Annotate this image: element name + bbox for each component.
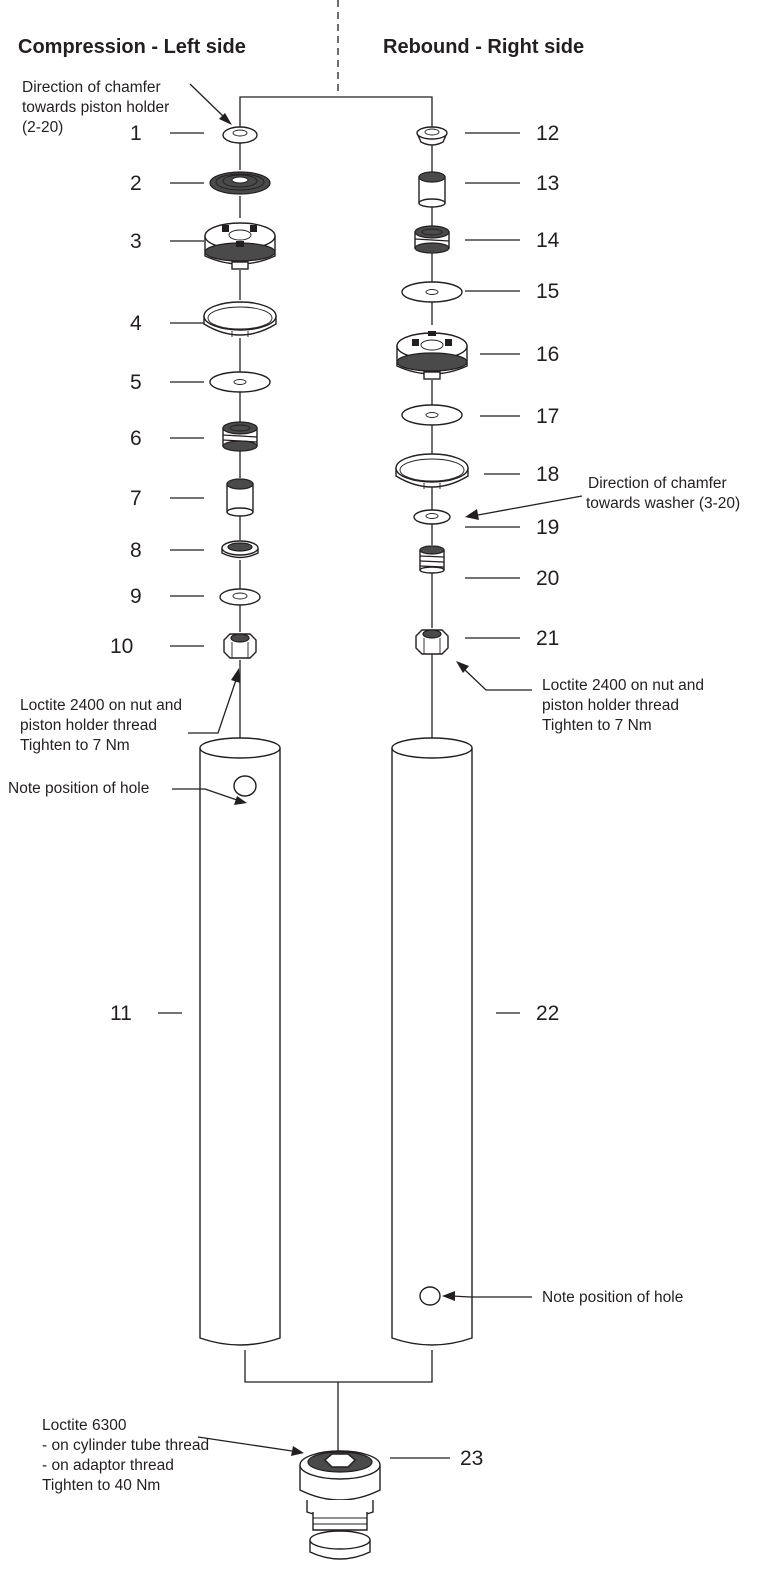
note-hole-right: Note position of hole [442,1289,683,1306]
part-8-cup [221,540,259,559]
part-5-washer [209,371,271,393]
part-20-spring [419,545,445,574]
svg-text:Tighten to 40 Nm: Tighten to 40 Nm [42,1477,160,1494]
note-loctite-left: Loctite 2400 on nut and piston holder th… [20,668,240,754]
svg-text:piston holder thread: piston holder thread [20,717,157,734]
part-17-washer [401,404,463,426]
note-chamfer-left: Direction of chamfer towards piston hold… [22,79,232,136]
hole-right [419,1286,441,1306]
part-number-22: 22 [536,1002,559,1025]
part-18-ring [395,453,469,489]
part-number-17: 17 [536,405,559,428]
part-number-8: 8 [130,539,142,562]
part-11-cylinder-tube [199,737,281,1346]
note-loctite-adaptor: Loctite 6300 - on cylinder tube thread -… [42,1417,304,1494]
heading-compression-left: Compression - Left side [18,36,246,58]
part-number-23: 23 [460,1447,483,1470]
svg-text:Loctite 2400 on nut and: Loctite 2400 on nut and [542,677,704,694]
part-number-14: 14 [536,229,560,252]
part-number-10: 10 [110,635,133,658]
svg-text:towards piston holder: towards piston holder [22,99,169,116]
part-number-15: 15 [536,280,559,303]
note-chamfer-right: Direction of chamfer towards washer (3-2… [465,475,740,520]
note-hole-left: Note position of hole [8,780,247,805]
part-number-11: 11 [110,1002,132,1025]
part-21-nut [415,629,449,655]
part-14-spring [414,225,450,254]
part-number-19: 19 [536,516,559,539]
part-10-nut [223,633,257,659]
part-number-12: 12 [536,122,559,145]
part-15-washer [401,281,463,303]
heading-rebound-right: Rebound - Right side [383,36,584,58]
svg-text:Note position of hole: Note position of hole [542,1289,683,1306]
part-23-adaptor [299,1450,381,1560]
svg-text:Direction of chamfer: Direction of chamfer [22,79,161,96]
part-number-labels: 1 2 3 4 5 6 7 8 9 10 11 12 13 14 15 16 1… [110,122,560,1470]
part-number-1: 1 [130,122,142,145]
part-number-5: 5 [130,371,142,394]
part-9-washer [219,588,261,606]
part-19-chamfer-washer [413,509,451,525]
part-13-sleeve [418,171,446,208]
part-2-shim-stack [209,171,271,195]
part-4-ring [203,301,277,337]
svg-text:piston holder thread: piston holder thread [542,697,679,714]
part-number-2: 2 [130,172,142,195]
part-number-3: 3 [130,230,142,253]
svg-text:- on adaptor thread: - on adaptor thread [42,1457,174,1474]
svg-text:Note position of hole: Note position of hole [8,780,149,797]
svg-text:Loctite 6300: Loctite 6300 [42,1417,127,1434]
number-leaders [158,132,520,1459]
part-number-21: 21 [536,627,559,650]
part-number-4: 4 [130,312,142,335]
part-number-18: 18 [536,463,559,486]
hole-left [233,775,257,797]
part-3-piston [204,222,276,270]
part-number-20: 20 [536,567,559,590]
part-12-chamfer-washer [416,126,448,146]
svg-text:(2-20): (2-20) [22,119,63,136]
bottom-bracket [244,1350,433,1383]
svg-text:Tighten to 7 Nm: Tighten to 7 Nm [20,737,130,754]
part-number-16: 16 [536,343,559,366]
part-7-sleeve [226,478,254,517]
part-number-9: 9 [130,585,142,608]
part-number-13: 13 [536,172,559,195]
part-16-piston [396,331,468,380]
note-loctite-right: Loctite 2400 on nut and piston holder th… [456,661,704,734]
top-bracket [239,96,433,127]
part-6-spring [222,421,258,452]
part-22-cylinder-tube [391,737,473,1346]
svg-text:Tighten to 7 Nm: Tighten to 7 Nm [542,717,652,734]
part-1-chamfer-washer [222,126,258,144]
svg-text:Loctite 2400 on nut and: Loctite 2400 on nut and [20,697,182,714]
svg-text:towards washer (3-20): towards washer (3-20) [586,495,740,512]
svg-text:- on cylinder tube thread: - on cylinder tube thread [42,1437,209,1454]
svg-text:Direction of chamfer: Direction of chamfer [588,475,727,492]
part-number-6: 6 [130,427,142,450]
part-number-7: 7 [130,487,142,510]
